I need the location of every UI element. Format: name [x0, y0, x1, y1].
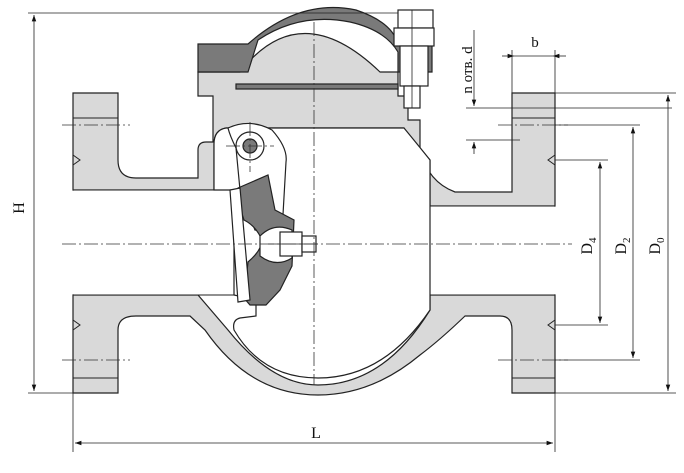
- dimension-d2: D2: [555, 124, 640, 361]
- dimension-d0: D0: [555, 92, 676, 394]
- disc-assembly: [227, 122, 318, 306]
- dimension-h: H: [11, 12, 398, 394]
- dimension-l: L: [72, 393, 556, 452]
- label-l: L: [311, 425, 321, 442]
- label-d2: D2: [613, 237, 633, 254]
- label-d4: D4: [579, 237, 599, 255]
- valve-cover: [197, 7, 433, 90]
- label-n-holes: n отв. d: [460, 46, 476, 94]
- centerlines: [62, 22, 572, 385]
- dimension-d4: D4: [555, 159, 608, 326]
- dimension-n-holes: n отв. d: [460, 30, 672, 154]
- cover-bolt: [393, 9, 435, 109]
- label-h: H: [11, 202, 28, 214]
- label-b: b: [531, 35, 539, 51]
- dimension-b: b: [502, 35, 566, 93]
- label-d0: D0: [647, 237, 667, 255]
